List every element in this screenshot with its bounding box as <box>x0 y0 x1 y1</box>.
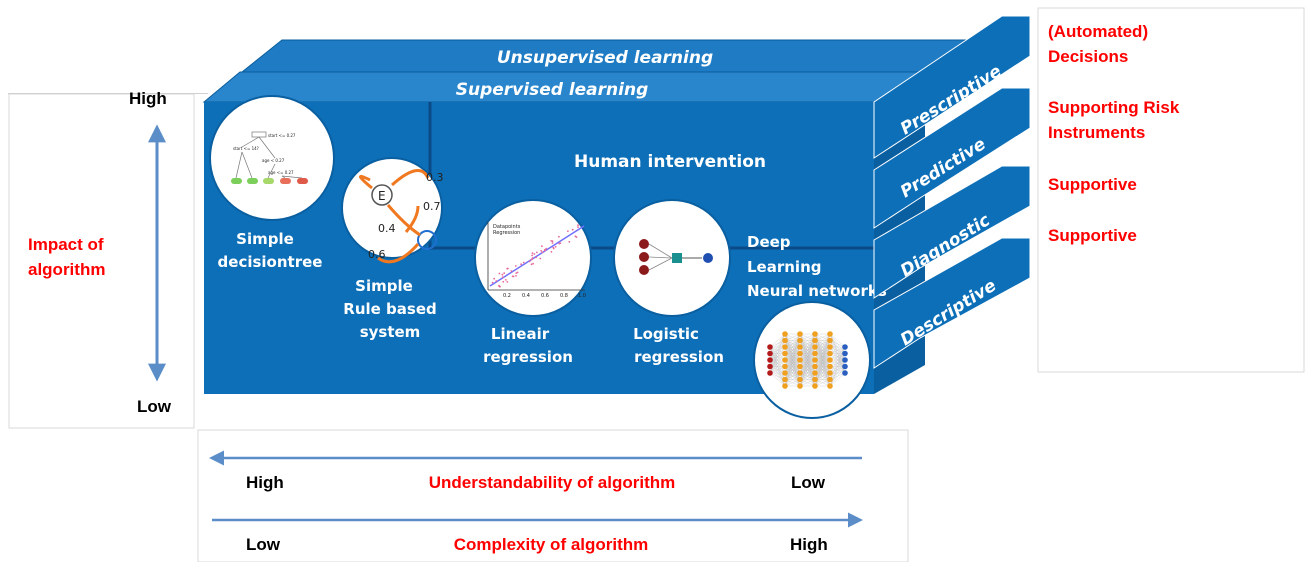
outcome-automated-2: Decisions <box>1048 47 1128 66</box>
outcome-supportive-1: Supportive <box>1048 175 1137 194</box>
rule-based-label-1: Simple <box>355 277 413 295</box>
supervised-label: Supervised learning <box>456 80 649 100</box>
deep-label-3: Neural networks <box>747 282 887 300</box>
understand-left-label: High <box>246 473 284 492</box>
impact-label-line1: Impact of <box>28 235 104 254</box>
svg-text:start <= 0.27: start <= 0.27 <box>268 133 296 138</box>
complexity-label: Complexity of algorithm <box>454 535 649 554</box>
understandability-label: Understandability of algorithm <box>429 473 676 492</box>
logistic-label-2: regression <box>634 348 724 366</box>
outcome-automated-1: (Automated) <box>1048 22 1148 41</box>
outcome-supportive-2: Supportive <box>1048 226 1137 245</box>
outcomes-panel <box>1037 7 1305 373</box>
human-intervention-label: Human intervention <box>574 152 766 172</box>
logistic-label-1: Logistic <box>633 325 699 343</box>
rule-based-label-3: system <box>360 323 421 341</box>
complex-left-label: Low <box>246 535 281 554</box>
unsupervised-label: Unsupervised learning <box>497 48 713 68</box>
svg-text:0.4: 0.4 <box>378 222 396 235</box>
svg-text:Datapoints: Datapoints <box>493 224 521 230</box>
rule-based-label-2: Rule based <box>343 300 436 318</box>
markov-state-e: E <box>378 189 386 203</box>
svg-text:0.6: 0.6 <box>541 293 549 299</box>
svg-text:0.8: 0.8 <box>560 293 568 299</box>
decision-tree-label-1: Simple <box>236 230 294 248</box>
svg-text:age < 0.27: age < 0.27 <box>262 158 285 163</box>
deep-label-2: Learning <box>747 258 822 276</box>
outcome-risk-1: Supporting Risk <box>1048 98 1180 117</box>
svg-text:0.4: 0.4 <box>522 293 530 299</box>
svg-text:start <= 14?: start <= 14? <box>233 146 259 151</box>
svg-text:0.2: 0.2 <box>503 293 511 299</box>
neural-network-thumbnail <box>753 301 871 419</box>
rule-based-thumbnail: E 0.3 0.7 0.4 0.6 <box>341 157 444 264</box>
svg-text:0.7: 0.7 <box>423 200 441 213</box>
svg-text:0.3: 0.3 <box>426 171 444 184</box>
linear-regression-thumbnail: Datapoints Regression 0.2 0.4 0.6 0.8 1.… <box>474 199 592 317</box>
svg-text:Regression: Regression <box>493 230 520 236</box>
svg-text:1.0: 1.0 <box>578 293 586 299</box>
outcome-risk-2: Instruments <box>1048 123 1145 142</box>
decision-tree-thumbnail: start <= 0.27 start <= 14? age < 0.27 ag… <box>209 95 335 221</box>
impact-label-line2: algorithm <box>28 260 105 279</box>
complex-right-label: High <box>790 535 828 554</box>
impact-high-label: High <box>129 89 167 108</box>
svg-text:age <= 0.27: age <= 0.27 <box>268 170 294 175</box>
linear-label-1: Lineair <box>491 325 550 343</box>
deep-label-1: Deep <box>747 233 791 251</box>
logistic-regression-thumbnail <box>613 199 731 317</box>
bottom-panel <box>197 429 909 562</box>
linear-label-2: regression <box>483 348 573 366</box>
decision-tree-label-2: decisiontree <box>218 253 323 271</box>
understand-right-label: Low <box>791 473 826 492</box>
svg-text:0.6: 0.6 <box>368 248 386 261</box>
impact-low-label: Low <box>137 397 172 416</box>
